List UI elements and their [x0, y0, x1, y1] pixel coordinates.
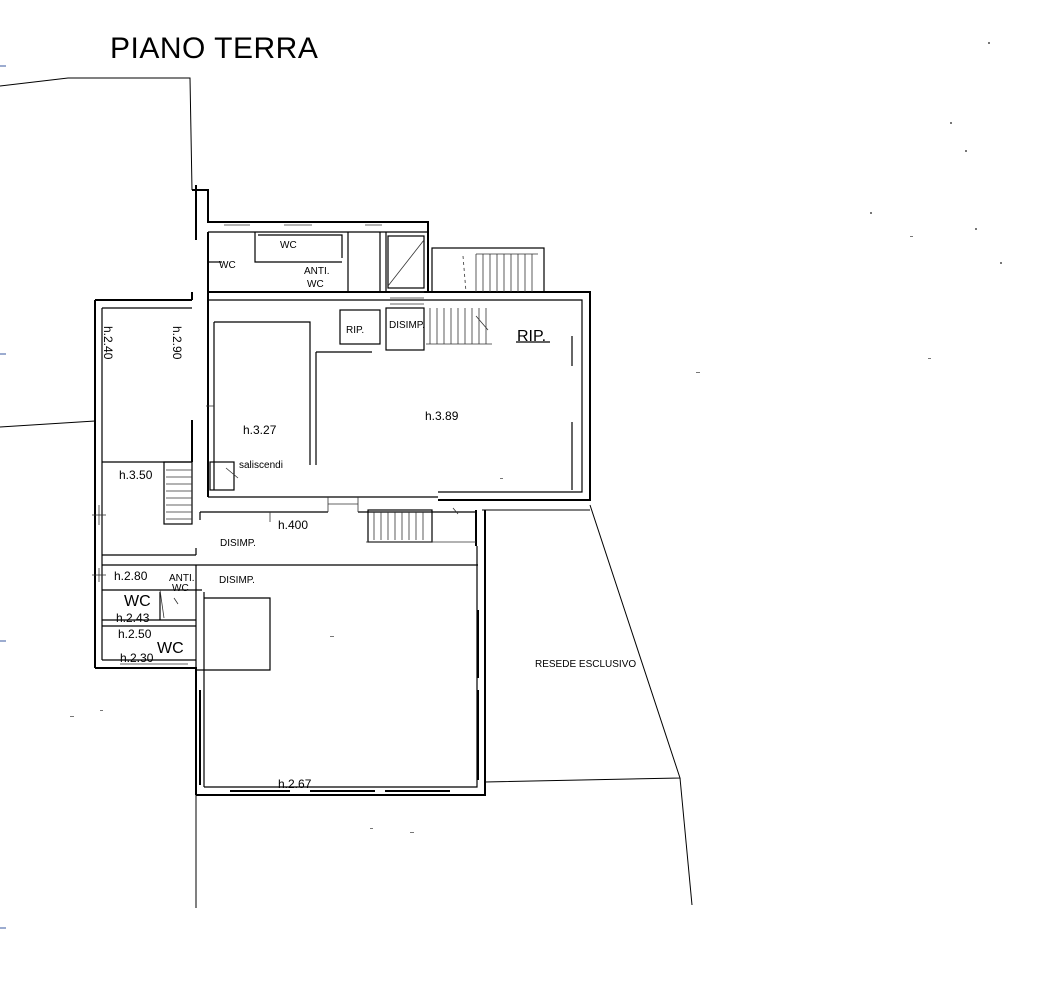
- label-wc-top-inner: WC: [280, 240, 297, 251]
- label-saliscendi: saliscendi: [239, 460, 283, 471]
- label-h-327: h.3.27: [243, 423, 277, 437]
- label-disimp-top: DISIMP.: [389, 320, 425, 331]
- door-marks: [92, 405, 459, 619]
- label-anti-wc-top-1: ANTI.: [304, 266, 330, 277]
- scan-specks: [70, 42, 1002, 833]
- label-h-389: h.3.89: [425, 409, 459, 423]
- label-resede: RESEDE ESCLUSIVO: [535, 659, 636, 670]
- label-h-230: h.2.30: [120, 651, 154, 665]
- label-h-267: h.2.67: [278, 777, 312, 791]
- label-wc-low-2: WC: [157, 640, 184, 657]
- label-h-240: h.2.40: [101, 326, 115, 360]
- margin-ticks: [0, 65, 6, 929]
- exterior-walls: [94, 189, 591, 796]
- windows: [94, 185, 479, 792]
- site-boundary: [0, 77, 693, 908]
- label-h-243: h.2.43: [116, 611, 150, 625]
- label-h-400: h.400: [278, 518, 308, 532]
- label-disimp-mid: DISIMP.: [220, 538, 256, 549]
- interior-walls: [102, 232, 573, 671]
- label-wc-top-left: WC: [219, 260, 236, 271]
- label-anti-wc-low-2: WC: [172, 583, 189, 594]
- label-rip-large: RIP.: [517, 328, 546, 345]
- room-labels: WC WC ANTI. WC RIP. DISIMP. RIP. h.2.40 …: [101, 240, 636, 791]
- page-title: PIANO TERRA: [110, 32, 319, 65]
- label-anti-wc-top-2: WC: [307, 279, 324, 290]
- stairs: [163, 235, 550, 543]
- label-wc-low-1: WC: [124, 593, 151, 610]
- label-h-290: h.2.90: [170, 326, 184, 360]
- label-h-280: h.2.80: [114, 569, 148, 583]
- label-anti-wc-low-1: ANTI.: [169, 573, 195, 584]
- label-h-350: h.3.50: [119, 468, 153, 482]
- label-h-250: h.2.50: [118, 627, 152, 641]
- label-rip-small: RIP.: [346, 325, 364, 336]
- label-disimp-low: DISIMP.: [219, 575, 255, 586]
